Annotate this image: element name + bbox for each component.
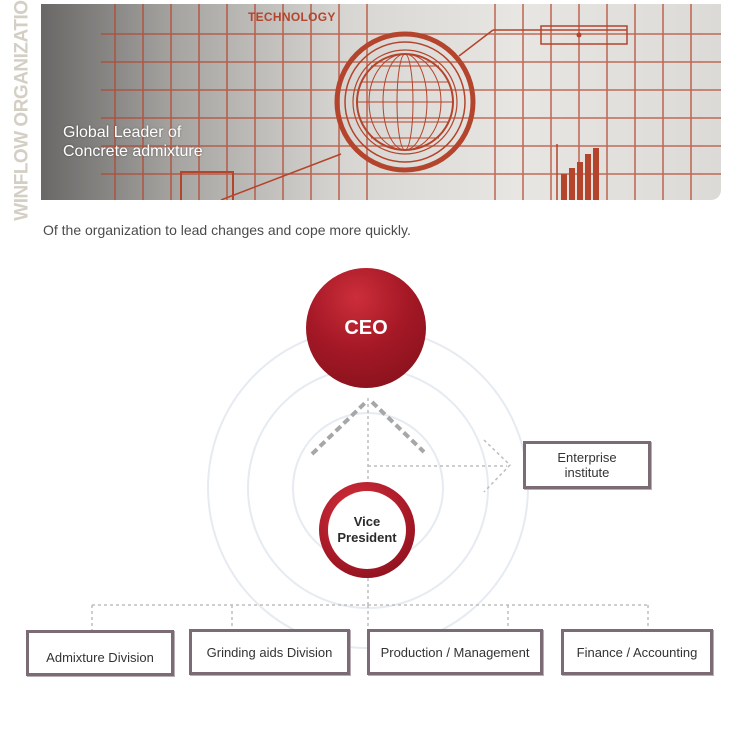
intro-text: Of the organization to lead changes and …: [43, 222, 411, 238]
vice-president-label-line-1: Vice: [353, 514, 381, 529]
banner-tag: TECHNOLOGY: [248, 10, 336, 24]
banner-title: Global Leader of Concrete admixture: [63, 123, 263, 161]
banner-illustration: [101, 4, 721, 200]
division-label: Production / Management: [380, 644, 530, 660]
vice-president-inner: Vice President: [328, 491, 406, 569]
vice-president-label-line-2: President: [337, 530, 397, 545]
vice-president-node: Vice President: [319, 482, 415, 578]
hero-banner: TECHNOLOGY Global Leader of Concrete adm…: [41, 4, 721, 200]
banner-title-line-2: Concrete admixture: [63, 143, 203, 160]
enterprise-label-line-1: Enterprise: [557, 450, 617, 465]
enterprise-institute-box: Enterprise institute: [523, 441, 651, 489]
division-box-finance-accounting: Finance / Accounting: [561, 629, 713, 675]
ceo-label: CEO: [344, 316, 388, 339]
division-label: Admixture Division: [46, 649, 154, 665]
division-box-admixture: Admixture Division: [26, 630, 174, 676]
enterprise-label-line-2: institute: [564, 465, 610, 480]
banner-title-line-1: Global Leader of: [63, 124, 182, 141]
ceo-node: CEO: [306, 268, 426, 388]
division-label: Grinding aids Division: [206, 644, 333, 660]
division-box-production-management: Production / Management: [367, 629, 543, 675]
division-box-grinding-aids: Grinding aids Division: [189, 629, 350, 675]
division-label: Finance / Accounting: [576, 644, 698, 660]
